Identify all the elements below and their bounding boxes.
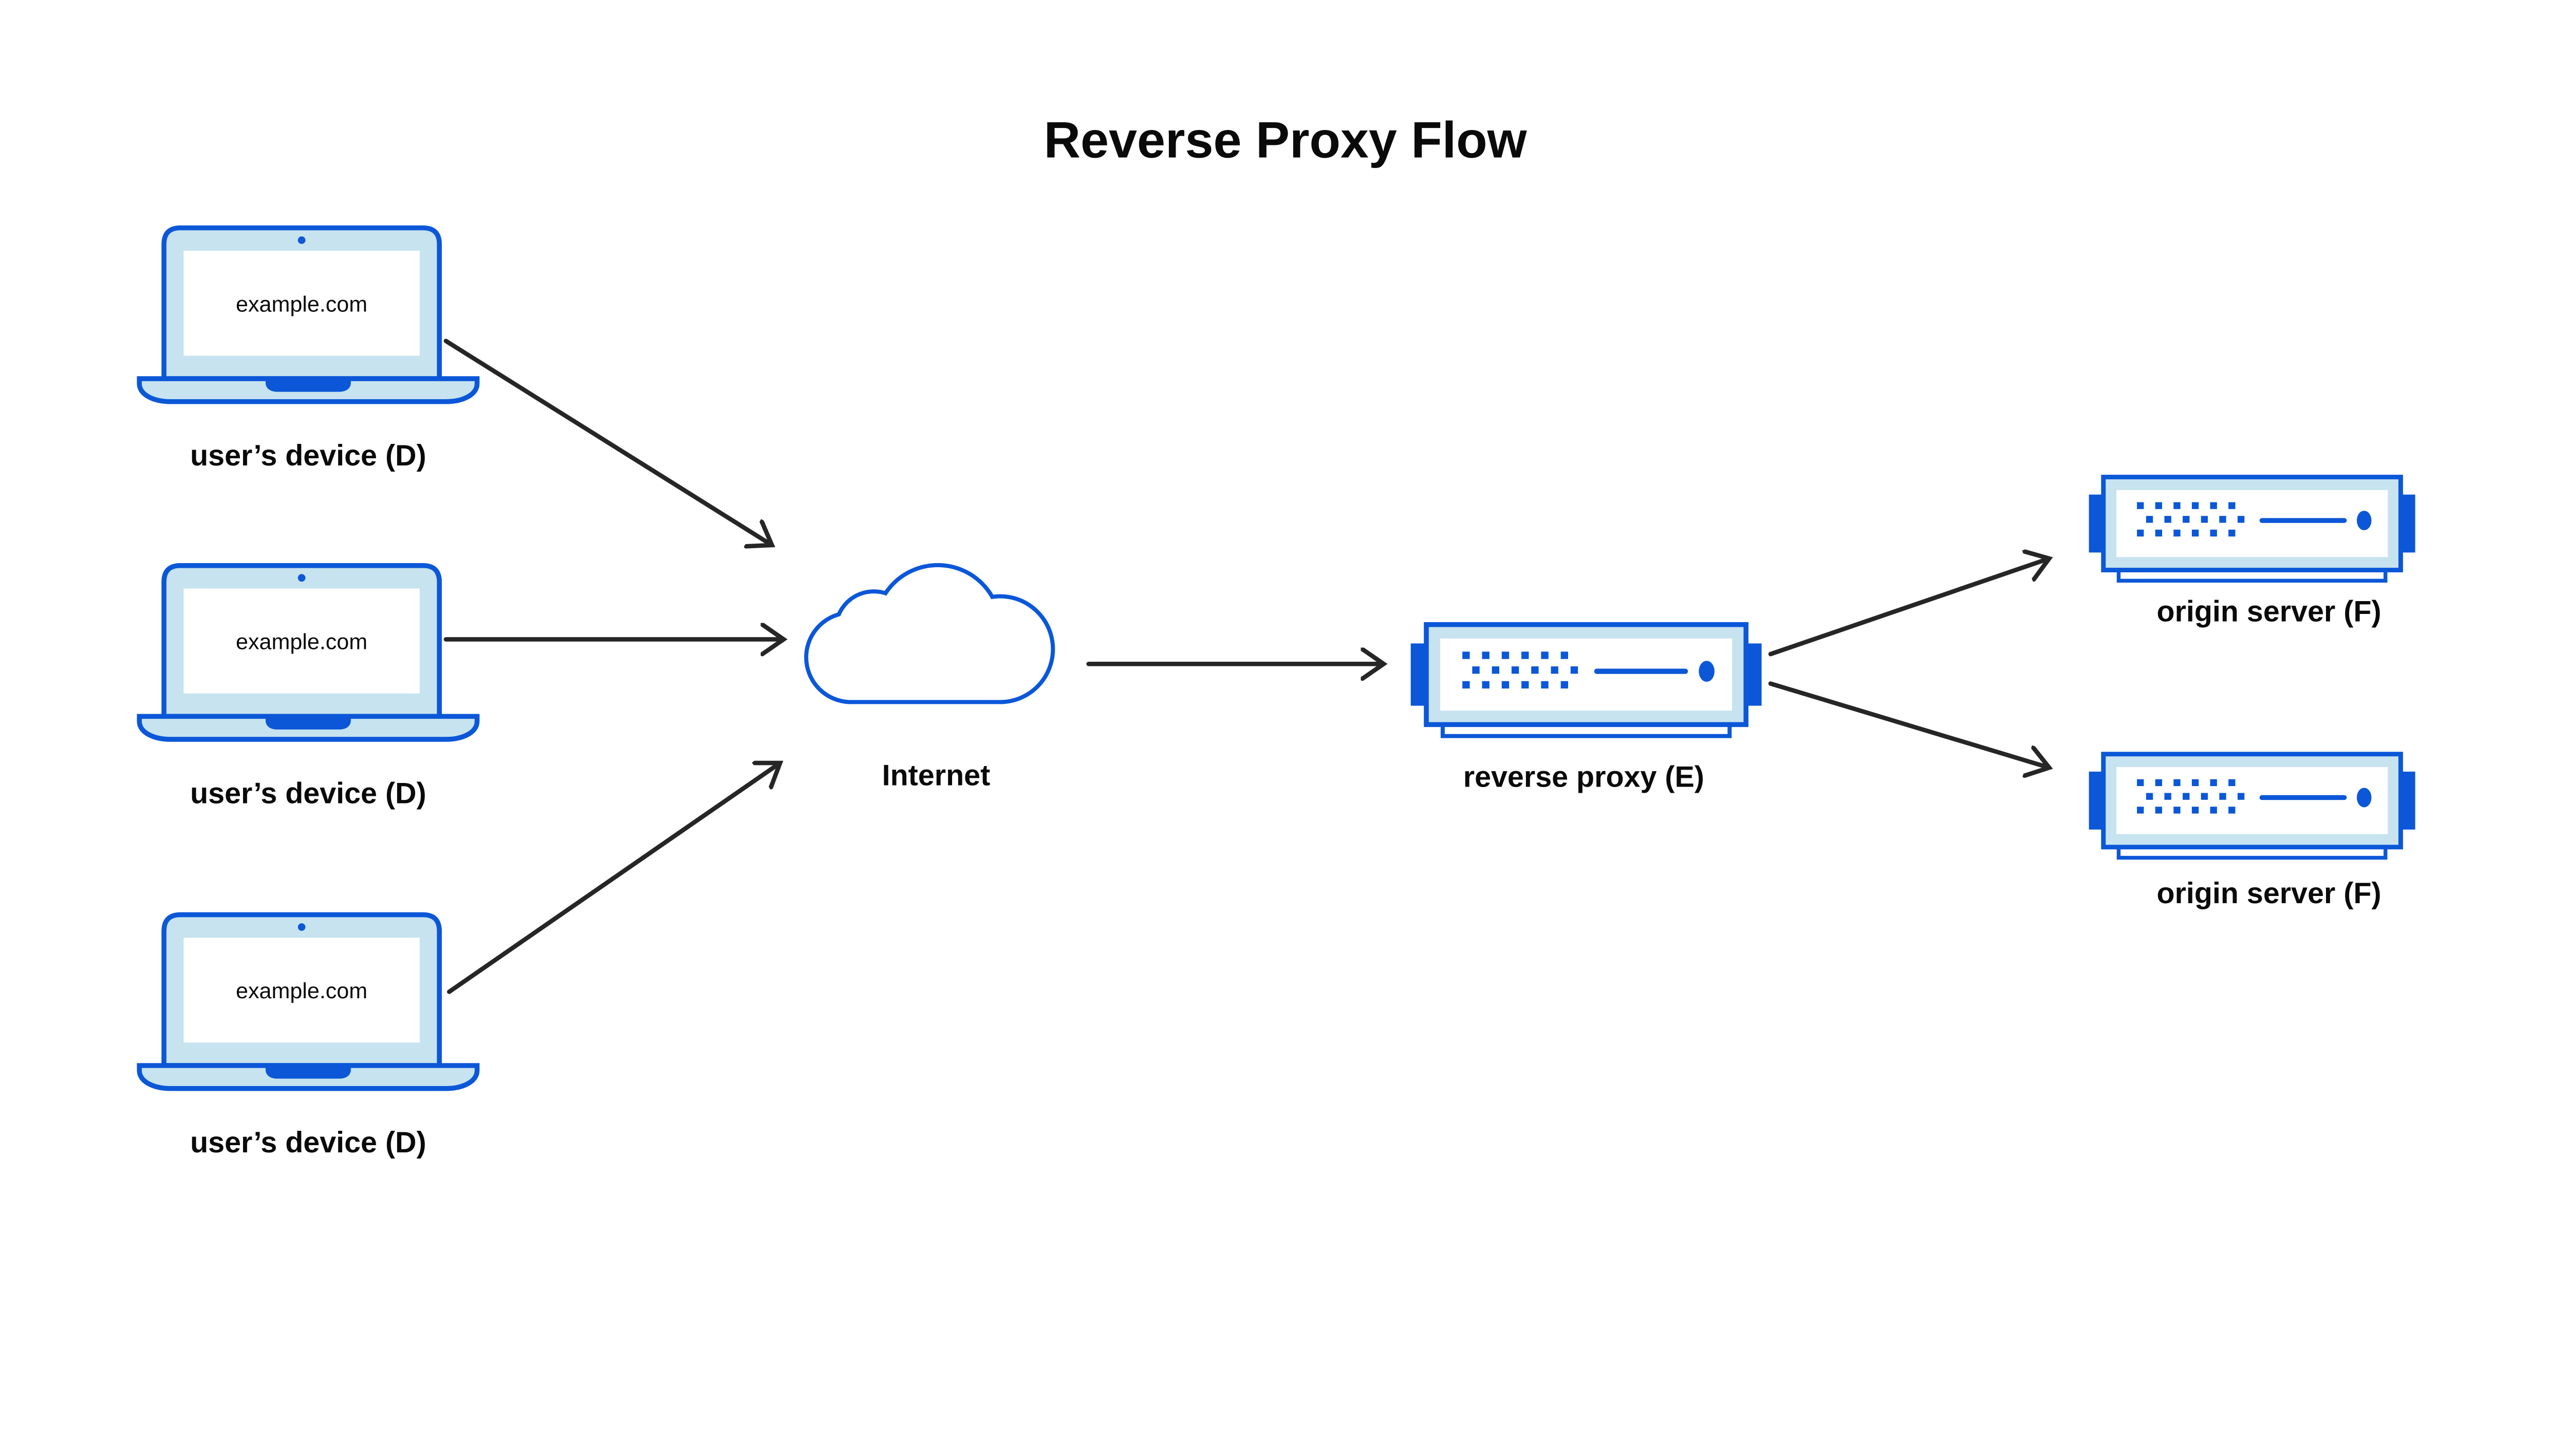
user-device-2: example.com user’s device (D) [139,566,477,810]
internet-cloud: Internet [804,563,1055,792]
origin-server-label: origin server (F) [2157,595,2381,628]
user-device-3: example.com user’s device (D) [139,914,477,1159]
reverse-proxy-label: reverse proxy (E) [1463,761,1704,794]
device-screen-url: example.com [236,630,367,655]
arrow-proxy-to-origin1 [1768,559,2047,657]
user-device-label: user’s device (D) [190,1126,426,1159]
origin-server-1: origin server (F) [2089,477,2415,628]
reverse-proxy-flow-diagram: Reverse Proxy Flow example.com user’s de… [137,111,2418,1160]
user-device-label: user’s device (D) [190,777,426,810]
device-screen-url: example.com [236,292,367,316]
server-icon [2089,477,2415,581]
internet-label: Internet [882,759,991,792]
user-device-1: example.com user’s device (D) [139,228,477,472]
diagram-title: Reverse Proxy Flow [1044,111,1528,168]
user-device-label: user’s device (D) [190,439,426,472]
reverse-proxy-server: reverse proxy (E) [1411,625,1762,794]
flow-arrows [443,339,2047,994]
device-screen-url: example.com [236,979,367,1003]
cloud-icon [804,563,1055,704]
server-icon [1411,625,1762,736]
arrow-device1-to-internet [443,339,771,545]
server-icon [2089,754,2415,858]
arrow-proxy-to-origin2 [1768,681,2047,768]
origin-server-label: origin server (F) [2157,877,2381,910]
arrow-device3-to-internet [446,764,778,994]
origin-server-2: origin server (F) [2089,754,2415,910]
